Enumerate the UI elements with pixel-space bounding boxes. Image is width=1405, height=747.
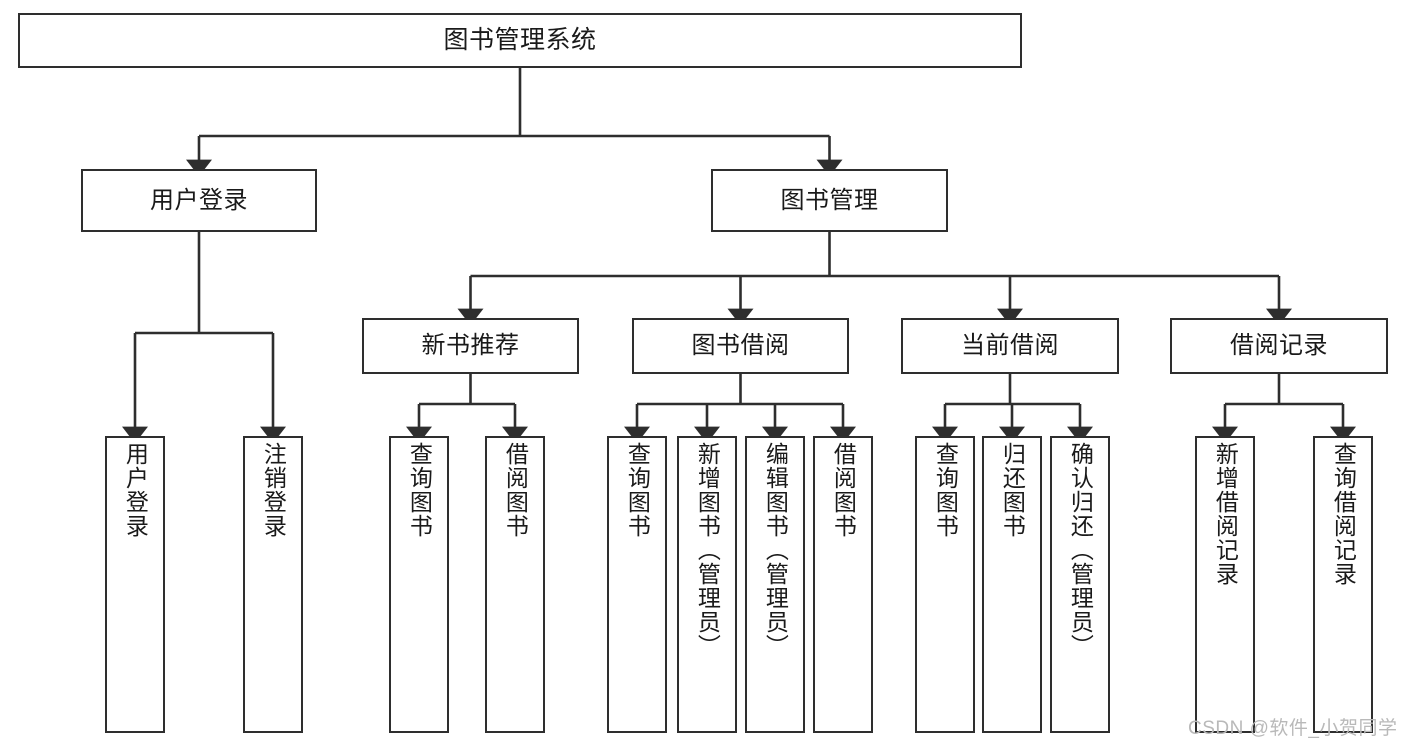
- node-label: 新增图书（管理员）: [694, 442, 721, 658]
- node-leaf-return[interactable]: 归还图书: [982, 436, 1042, 733]
- node-leaf-confirm[interactable]: 确认归还（管理员）: [1050, 436, 1110, 733]
- node-label: 查询图书: [406, 442, 433, 538]
- node-user-login[interactable]: 用户登录: [81, 169, 317, 232]
- node-label: 用户登录: [122, 442, 149, 538]
- node-new-book-rec[interactable]: 新书推荐: [362, 318, 579, 374]
- node-label: 编辑图书（管理员）: [762, 442, 789, 658]
- node-leaf-query-3[interactable]: 查询图书: [915, 436, 975, 733]
- node-label: 查询图书: [624, 442, 651, 538]
- node-label: 注销登录: [260, 442, 287, 538]
- node-leaf-edit-book[interactable]: 编辑图书（管理员）: [745, 436, 805, 733]
- node-label: 归还图书: [999, 442, 1026, 538]
- node-label: 新增借阅记录: [1212, 442, 1239, 586]
- node-label: 借阅记录: [1230, 332, 1328, 360]
- node-label: 图书借阅: [691, 332, 790, 360]
- node-label: 新书推荐: [421, 332, 520, 360]
- node-label: 图书管理系统: [443, 26, 597, 55]
- node-book-manage[interactable]: 图书管理: [711, 169, 948, 232]
- node-current-borrow[interactable]: 当前借阅: [901, 318, 1119, 374]
- node-label: 确认归还（管理员）: [1067, 442, 1094, 658]
- node-leaf-add-record[interactable]: 新增借阅记录: [1195, 436, 1255, 733]
- node-leaf-borrow-1[interactable]: 借阅图书: [485, 436, 545, 733]
- node-book-borrow[interactable]: 图书借阅: [632, 318, 849, 374]
- node-label: 用户登录: [150, 186, 248, 214]
- node-leaf-borrow-2[interactable]: 借阅图书: [813, 436, 873, 733]
- node-label: 查询借阅记录: [1330, 442, 1357, 586]
- node-leaf-query-2[interactable]: 查询图书: [607, 436, 667, 733]
- node-leaf-query-rec[interactable]: 查询借阅记录: [1313, 436, 1373, 733]
- node-label: 当前借阅: [961, 332, 1059, 360]
- node-leaf-logout[interactable]: 注销登录: [243, 436, 303, 733]
- node-borrow-record[interactable]: 借阅记录: [1170, 318, 1388, 374]
- node-leaf-user-login[interactable]: 用户登录: [105, 436, 165, 733]
- node-leaf-add-book[interactable]: 新增图书（管理员）: [677, 436, 737, 733]
- node-leaf-query-1[interactable]: 查询图书: [389, 436, 449, 733]
- node-label: 借阅图书: [830, 442, 857, 538]
- node-root[interactable]: 图书管理系统: [18, 13, 1022, 68]
- node-label: 查询图书: [932, 442, 959, 538]
- node-label: 图书管理: [780, 186, 879, 214]
- node-label: 借阅图书: [502, 442, 529, 538]
- edge-group: [122, 68, 1356, 444]
